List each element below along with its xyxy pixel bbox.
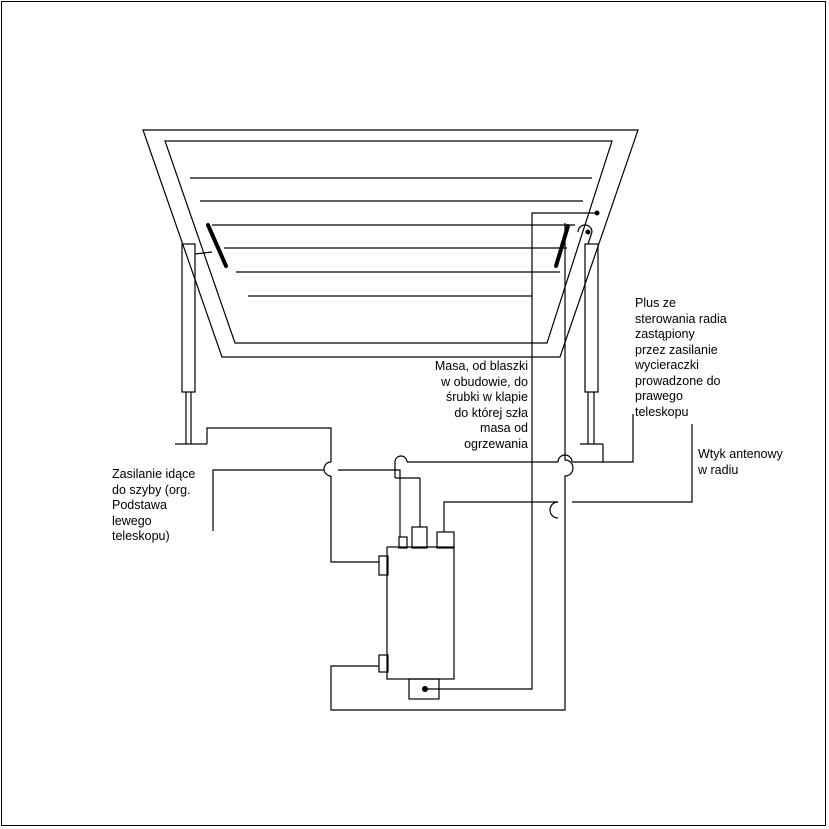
motor-terminal-left-top (378, 555, 389, 576)
label-ground: Masa, od blaszki w obudowie, do śrubki w… (434, 359, 528, 451)
label-power-glass: Zasilanie idące do szyby (org. Podstawa … (112, 467, 196, 543)
hook-dot (585, 229, 591, 235)
ground-point-dot (594, 210, 600, 216)
right-loop-wire (330, 223, 574, 711)
wiper-motor-box (386, 546, 455, 680)
right-telescope-body (584, 243, 599, 393)
motor-terminal-top-1 (398, 536, 408, 549)
right-wiper-arm (554, 224, 570, 268)
motor-terminal-left-bottom (378, 654, 389, 673)
window-outer-frame (142, 129, 639, 358)
plus-radio-leader (603, 414, 634, 463)
left-strut-wire (206, 427, 332, 462)
label-plus-radio: Plus ze sterowania radia zastąpiony prze… (635, 296, 727, 419)
motor-terminal-top-2 (411, 526, 428, 549)
window-inner-frame (164, 140, 613, 344)
glass-power-wire (212, 469, 324, 531)
motor-bottom-dot (422, 686, 428, 692)
left-telescope-body (181, 243, 196, 393)
plus-wire (572, 444, 604, 463)
antenna-wire (443, 501, 558, 532)
left-wiper-arm (206, 223, 228, 268)
ground-wire (425, 212, 598, 690)
label-antenna-plug: Wtyk antenowy w radiu (698, 447, 783, 477)
motor-terminal-top-3 (436, 531, 455, 549)
